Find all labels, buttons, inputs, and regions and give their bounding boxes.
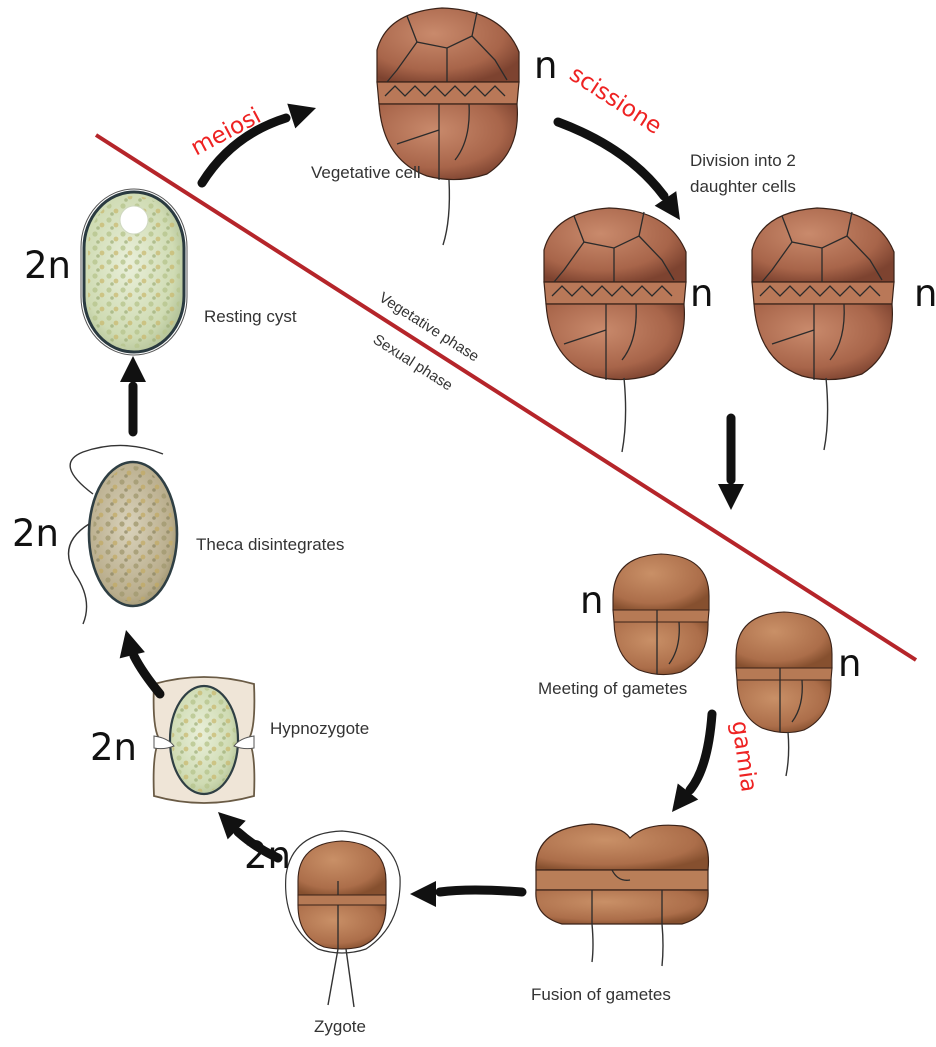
gamete-top <box>613 554 709 675</box>
ploidy-resting-cyst: 2n <box>24 244 71 287</box>
ploidy-hypnozygote: 2n <box>90 726 137 769</box>
theca-disintegrates-label: Theca disintegrates <box>196 535 344 554</box>
resting-cyst-label: Resting cyst <box>204 307 297 326</box>
division-label-line1: Division into 2 <box>690 151 796 170</box>
meeting-of-gametes-label: Meeting of gametes <box>538 679 687 698</box>
zygote-label: Zygote <box>314 1017 366 1036</box>
ploidy-gamete-right: n <box>838 642 861 685</box>
gamy-arrow <box>662 714 712 820</box>
ploidy-theca: 2n <box>12 512 59 555</box>
vegetative-cell-label: Vegetative cell <box>311 163 421 182</box>
hypnozygote-cell <box>154 677 255 803</box>
vegetative-cell <box>377 8 519 245</box>
division-label-line2: daughter cells <box>690 177 796 196</box>
daughter-cell-right <box>752 208 894 450</box>
ploidy-daughter-left: n <box>690 272 713 315</box>
fusion-of-gametes-label: Fusion of gametes <box>531 985 671 1004</box>
zygote-cell <box>286 831 401 1007</box>
ploidy-vegetative-cell: n <box>534 44 557 87</box>
hypnozygote-label: Hypnozygote <box>270 719 369 738</box>
arrow-to-theca <box>113 627 160 694</box>
theca-disintegrates-cell <box>69 445 177 624</box>
daughter-cell-left <box>544 208 686 452</box>
resting-cyst-cell <box>81 189 187 355</box>
down-arrow-to-gametes <box>718 418 744 510</box>
gamy-label: gamia <box>726 719 762 794</box>
ploidy-gamete-top: n <box>580 579 603 622</box>
fusion-of-gametes-cell <box>536 824 709 966</box>
arrow-to-resting-cyst <box>120 356 146 432</box>
arrow-to-zygote <box>410 881 522 907</box>
ploidy-daughter-right: n <box>914 272 936 315</box>
